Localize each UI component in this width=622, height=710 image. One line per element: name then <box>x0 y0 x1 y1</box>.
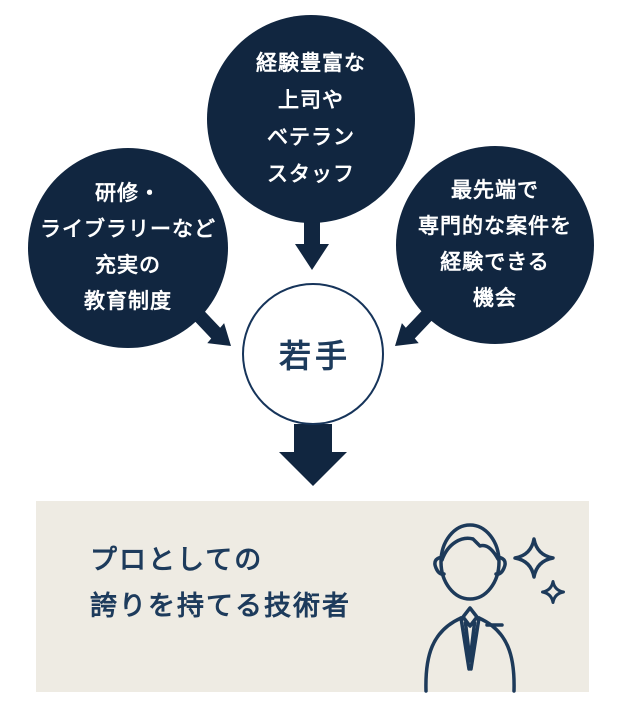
factor-line: 充実の <box>95 254 161 277</box>
result-text: プロとしての 誇りを持てる技術者 <box>90 537 351 629</box>
center-label: 若手 <box>278 338 351 374</box>
hair-line <box>440 536 500 562</box>
sparkle-large-icon <box>513 537 555 579</box>
result-line: プロとしての <box>90 545 264 575</box>
factor-circle-experienced-staff: 経験豊富な 上司や ベテラン スタッフ <box>207 15 415 223</box>
big-down-arrow-icon <box>279 424 347 486</box>
factor-line: 経験できる <box>440 251 550 274</box>
tie-body <box>463 621 477 663</box>
top-down-arrow-icon <box>295 222 329 270</box>
right-ear <box>494 555 507 576</box>
factor-line: 専門的な案件を <box>418 215 572 238</box>
businessman-icon <box>424 523 516 693</box>
factor-line: スタッフ <box>267 163 355 186</box>
sparkle-small-icon <box>541 580 565 604</box>
factor-line: 機会 <box>473 287 517 310</box>
factor-line: 上司や <box>278 89 344 112</box>
factor-circle-education-system: 研修・ ライブラリーなど 充実の 教育制度 <box>28 148 228 348</box>
center-circle-young-staff: 若手 <box>242 283 384 425</box>
businessman-with-sparkles-icon <box>424 523 565 693</box>
factor-line: 経験豊富な <box>256 52 366 75</box>
result-box: プロとしての 誇りを持てる技術者 <box>36 501 589 693</box>
factor-line: 教育制度 <box>84 290 172 313</box>
factor-line: ベテラン <box>267 126 355 149</box>
tie-knot <box>461 606 479 628</box>
factor-line: ライブラリーなど <box>40 218 216 241</box>
left-ear <box>433 555 446 576</box>
factor-line: 最先端で <box>451 179 539 202</box>
result-line: 誇りを持てる技術者 <box>90 591 351 621</box>
right-shoulder <box>477 616 516 693</box>
factor-circle-advanced-projects: 最先端で 専門的な案件を 経験できる 機会 <box>396 146 594 344</box>
left-lapel <box>459 616 471 671</box>
right-lapel <box>469 616 481 671</box>
left-shoulder <box>424 616 463 693</box>
factor-line: 研修・ <box>95 182 161 205</box>
